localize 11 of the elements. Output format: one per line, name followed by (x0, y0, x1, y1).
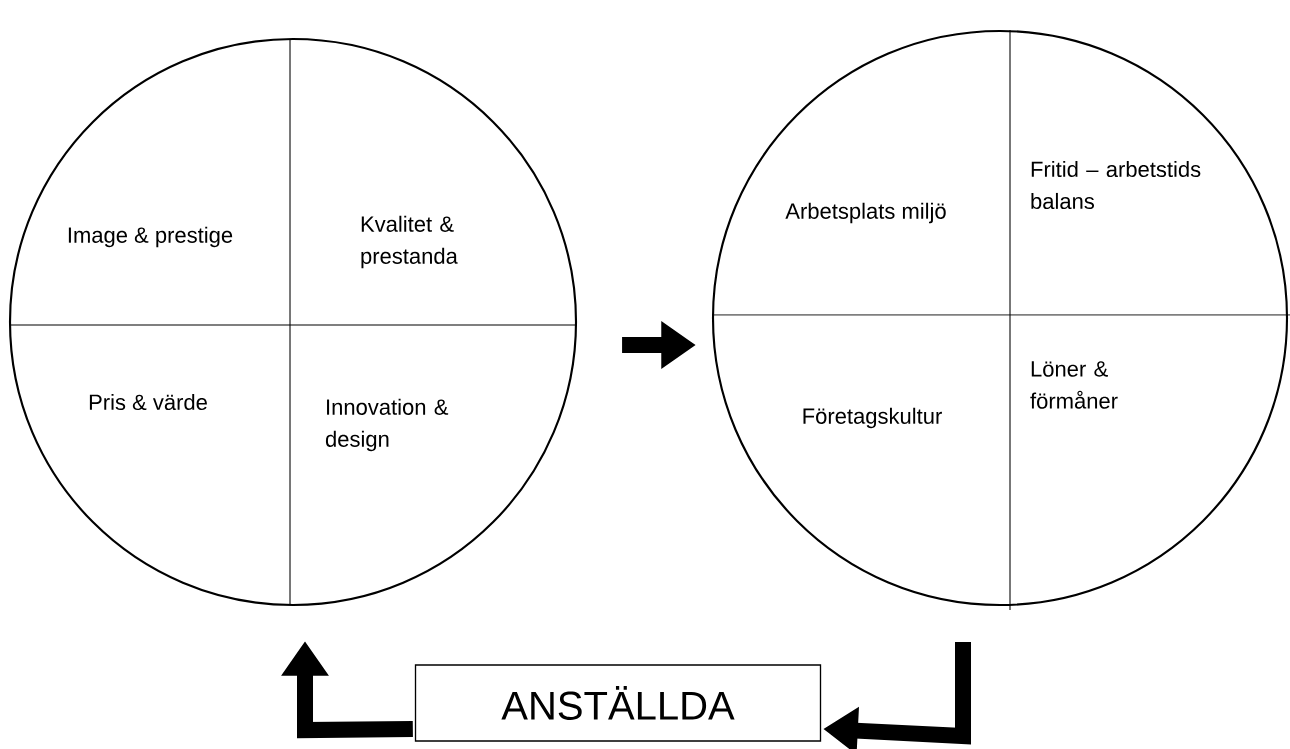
quadrant-label: Löner & förmåner (1030, 361, 1118, 409)
quadrant-label: Kvalitet & prestanda (361, 215, 458, 269)
label-box: ANSTÄLLDA (414, 664, 822, 742)
quadrant-label: Arbetsplats miljö (785, 202, 946, 224)
circle-outline (711, 29, 1289, 607)
quadrant-label: Innovation & design (325, 398, 449, 452)
quadrant-label: Fritid – arbetstids balans (1031, 160, 1201, 210)
circle-outline (8, 37, 578, 607)
quadrant-label: Image & prestige (68, 226, 233, 248)
quadrant-label: Företagskultur (803, 407, 942, 429)
quadrant-label: Pris & värde (89, 393, 207, 411)
